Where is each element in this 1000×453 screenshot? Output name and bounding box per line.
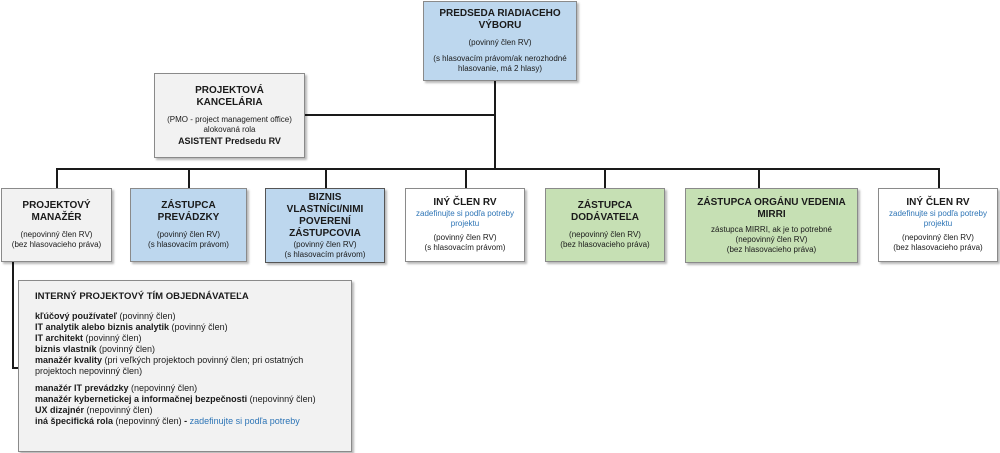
team-item: manažér kybernetickej a informačnej bezp… — [35, 394, 351, 405]
chair-line2: (s hlasovacím právom/ak nerozhodné hlaso… — [433, 54, 567, 73]
member-line1: (povinný člen RV) — [293, 239, 357, 249]
member-line2: (s hlasovacím právom) — [148, 240, 229, 249]
team-item-status: (povinný člen) — [96, 344, 156, 354]
team-item-role: biznis vlastník — [35, 344, 97, 354]
member-title: ZÁSTUPCA DODÁVATEĽA — [571, 200, 639, 223]
member-title: INÝ ČLEN RV — [906, 197, 970, 208]
team-item-status: (nepovinný člen) — [113, 416, 182, 426]
team-item-status: (povinný člen) — [83, 333, 142, 343]
member-supplier-rep: ZÁSTUPCA DODÁVATEĽA (nepovinný člen RV) … — [545, 188, 665, 262]
team-item: biznis vlastník (povinný člen) — [35, 344, 351, 355]
member-other-1: INÝ ČLEN RV zadefinujte si podľa potreby… — [405, 188, 525, 262]
connector-member-2 — [325, 168, 327, 188]
connector-member-0 — [56, 168, 58, 188]
team-item: kľúčový používateľ (povinný člen) — [35, 311, 351, 322]
team-item: iná špecifická rola (nepovinný člen) - z… — [35, 416, 351, 427]
team-item-status: (nepovinný člen) — [128, 383, 198, 393]
team-title: INTERNÝ PROJEKTOVÝ TÍM OBJEDNÁVATEĽA — [35, 291, 249, 302]
team-item-note: zadefinujte si podľa potreby — [189, 416, 300, 426]
connector-team-vertical — [12, 260, 14, 368]
connector-member-3 — [465, 168, 467, 188]
member-line2: (bez hlasovacieho práva) — [726, 244, 817, 254]
member-line2: (bez hlasovacieho práva) — [893, 243, 983, 252]
connector-member-5 — [758, 168, 760, 188]
chair-title: PREDSEDA RIADIACEHO VÝBORU — [439, 8, 561, 31]
team-item-role: kľúčový používateľ — [35, 311, 117, 321]
pmo-title: PROJEKTOVÁ KANCELÁRIA — [195, 84, 264, 108]
pmo-line2: alokovaná rola — [203, 124, 256, 134]
member-line1: (nepovinný člen RV) — [20, 230, 93, 239]
member-line1: (povinný člen RV) — [157, 230, 220, 239]
member-title: BIZNIS VLASTNÍCI/NIMI POVERENÍ ZÁSTUPCOV… — [286, 191, 364, 239]
team-item: IT analytik alebo biznis analytik (povin… — [35, 322, 351, 333]
member-line2: (s hlasovacím právom) — [424, 243, 506, 252]
member-line0: zástupca MIRRI, ak je to potrebné — [711, 224, 832, 234]
member-title: ZÁSTUPCA ORGÁNU VEDENIA MIRRI — [697, 196, 846, 220]
team-item-role: manažér IT prevádzky — [35, 383, 129, 393]
member-project-manager: PROJEKTOVÝ MANAŽÉR (nepovinný člen RV) (… — [1, 188, 112, 262]
connector-team-horizontal — [12, 367, 18, 369]
member-line2: (bez hlasovacieho práva) — [11, 240, 102, 249]
connector-horizontal-bus — [56, 168, 938, 170]
team-item-status: (povinný člen) — [116, 311, 176, 321]
pmo-line1: (PMO - project management office) — [167, 114, 292, 124]
member-note: zadefinujte si podľa potreby projektu — [416, 209, 514, 228]
pmo-role: ASISTENT Predsedu RV — [178, 135, 281, 146]
team-item-role: manažér kvality — [35, 355, 103, 365]
member-line2: (bez hlasovacieho práva) — [560, 240, 650, 249]
member-line1: (nepovinný člen RV) — [735, 234, 808, 244]
internal-team-box: INTERNÝ PROJEKTOVÝ TÍM OBJEDNÁVATEĽA kľú… — [18, 280, 352, 452]
connector-pmo — [305, 114, 495, 116]
member-business-owners: BIZNIS VLASTNÍCI/NIMI POVERENÍ ZÁSTUPCOV… — [265, 188, 385, 263]
team-item-dash: - — [181, 416, 190, 426]
team-item-role: IT analytik alebo biznis analytik — [35, 322, 170, 332]
team-item: IT architekt (povinný člen) — [35, 333, 351, 344]
chair-box: PREDSEDA RIADIACEHO VÝBORU (povinný člen… — [423, 1, 577, 81]
member-mirri-rep: ZÁSTUPCA ORGÁNU VEDENIA MIRRI zástupca M… — [685, 188, 858, 263]
connector-member-1 — [188, 168, 190, 188]
team-item: manažér kvality (pri veľkých projektoch … — [35, 355, 351, 377]
team-item-role: iná špecifická rola — [35, 416, 114, 426]
team-item-role: IT architekt — [35, 333, 84, 343]
team-item-status: (nepovinný člen) — [247, 394, 316, 404]
team-item-role: UX dizajnér — [35, 405, 85, 415]
team-item-status: (pri veľkých projektoch povinný člen; pr… — [35, 355, 304, 376]
team-item: UX dizajnér (nepovinný člen) — [35, 405, 351, 416]
team-item-role: manažér kybernetickej a informačnej bezp… — [35, 394, 248, 404]
member-line1: (nepovinný člen RV) — [569, 230, 641, 239]
connector-chair-down — [494, 81, 496, 169]
connector-member-6 — [938, 168, 940, 188]
member-other-2: INÝ ČLEN RV zadefinujte si podľa potreby… — [878, 188, 998, 262]
member-line1: (povinný člen RV) — [433, 233, 497, 242]
team-item-status: (povinný člen) — [169, 322, 228, 332]
chair-line1: (povinný člen RV) — [468, 38, 532, 47]
team-item-status: (nepovinný člen) — [84, 405, 153, 415]
member-title: INÝ ČLEN RV — [433, 197, 497, 208]
member-title: ZÁSTUPCA PREVÁDZKY — [157, 200, 220, 223]
pmo-box: PROJEKTOVÁ KANCELÁRIA (PMO - project man… — [154, 73, 305, 158]
member-operations-rep: ZÁSTUPCA PREVÁDZKY (povinný člen RV) (s … — [130, 188, 247, 262]
team-item: manažér IT prevádzky (nepovinný člen) — [35, 383, 351, 394]
connector-member-4 — [604, 168, 606, 188]
member-line1: (nepovinný člen RV) — [902, 233, 974, 242]
member-note: zadefinujte si podľa potreby projektu — [889, 209, 987, 228]
member-line2: (s hlasovacím právom) — [284, 249, 366, 259]
member-title: PROJEKTOVÝ MANAŽÉR — [22, 200, 91, 223]
